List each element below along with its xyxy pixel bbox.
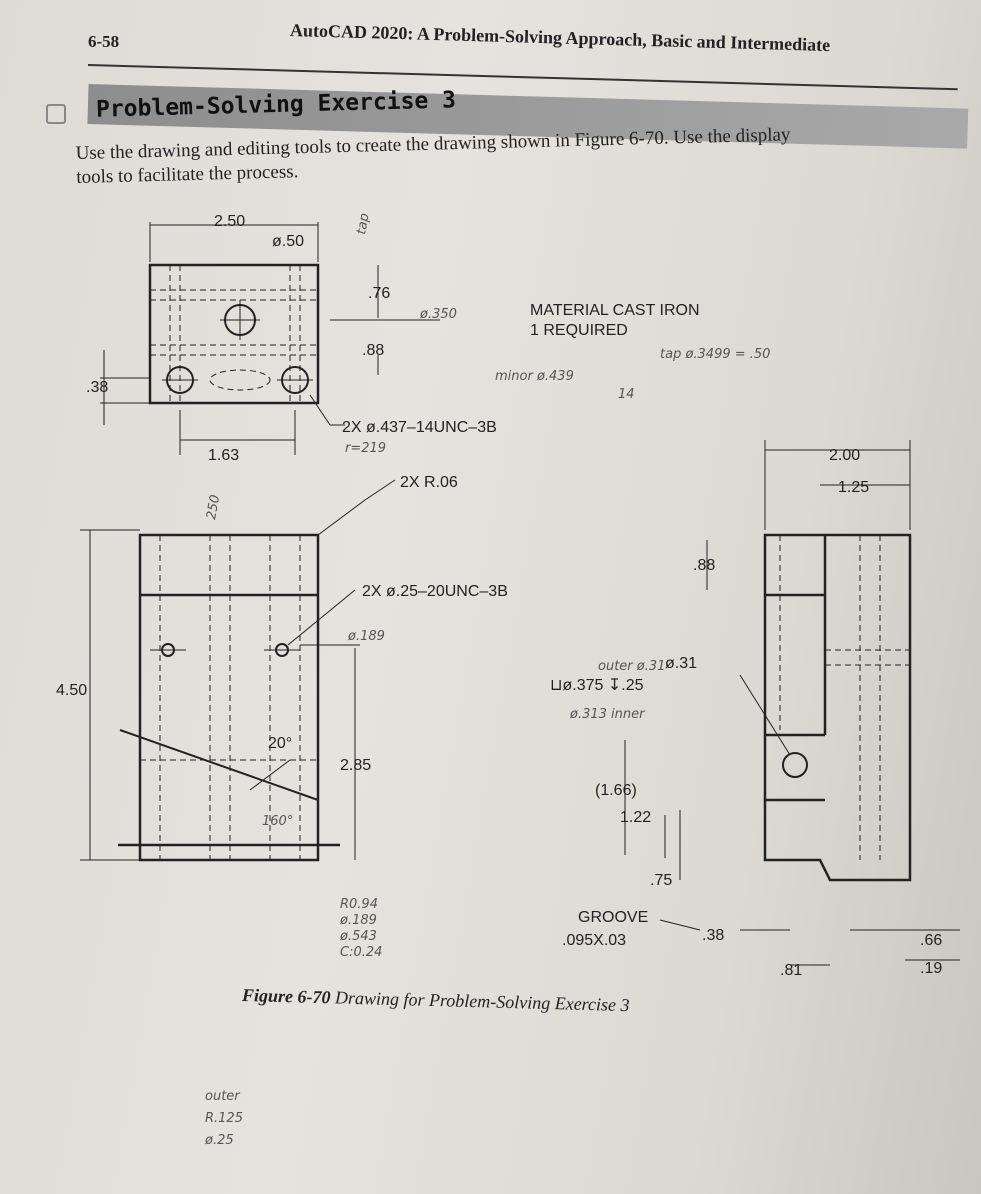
hand-dia-350: ø.350 bbox=[419, 307, 457, 322]
dim-4-50: 4.50 bbox=[56, 682, 87, 699]
hand-note-c: C:0.24 bbox=[340, 945, 382, 960]
dim-1-63: 1.63 bbox=[208, 447, 239, 464]
note-groove: GROOVE bbox=[578, 909, 648, 926]
dim-19: .19 bbox=[920, 960, 942, 977]
dim-88-side: .88 bbox=[693, 557, 715, 574]
side-view-outline bbox=[763, 533, 912, 882]
dim-dia-50: ø.50 bbox=[272, 233, 304, 250]
hand-tap: tap bbox=[354, 212, 372, 236]
hand-r125: R.125 bbox=[205, 1111, 243, 1126]
front-view-outline bbox=[138, 533, 320, 862]
hand-160: 160° bbox=[262, 814, 293, 829]
side-counterbore-circle bbox=[782, 752, 808, 778]
note-thread-top: 2X ø.437–14UNC–3B bbox=[342, 419, 497, 436]
dim-38-left: .38 bbox=[86, 379, 108, 396]
hand-fourteen: 14 bbox=[618, 387, 635, 402]
exercise-icon bbox=[46, 104, 66, 124]
hand-250: 250 bbox=[204, 494, 223, 521]
caption-label: Figure 6-70 bbox=[241, 985, 331, 1008]
hand-note-a: ø.189 bbox=[339, 913, 377, 928]
dim-75: .75 bbox=[650, 872, 672, 889]
top-view-outline bbox=[148, 263, 320, 405]
note-groove-spec: .095X.03 bbox=[562, 932, 626, 949]
dim-20-deg: 20° bbox=[268, 735, 292, 752]
dim-38-side: .38 bbox=[702, 927, 724, 944]
dim-2-50: 2.50 bbox=[214, 213, 245, 230]
dim-1-22: 1.22 bbox=[620, 809, 651, 826]
hand-outer-bottom: outer bbox=[205, 1089, 241, 1104]
dim-1-66: (1.66) bbox=[595, 782, 637, 799]
hand-tap-dia: tap ø.3499 = .50 bbox=[660, 347, 770, 362]
dim-88-top: .88 bbox=[362, 342, 384, 359]
note-counterbore-dia: ø.31 bbox=[665, 655, 697, 672]
page-number: 6-58 bbox=[88, 32, 120, 51]
dim-81: .81 bbox=[780, 962, 802, 979]
dim-2-00: 2.00 bbox=[829, 447, 860, 464]
hand-outer: outer ø.31 bbox=[598, 659, 665, 674]
hand-r219: r=219 bbox=[345, 441, 386, 456]
note-fillet: 2X R.06 bbox=[400, 474, 458, 491]
note-thread-front: 2X ø.25–20UNC–3B bbox=[362, 583, 508, 600]
hand-dia-189: ø.189 bbox=[347, 629, 385, 644]
hand-minor: minor ø.439 bbox=[495, 369, 574, 384]
dim-1-25: 1.25 bbox=[838, 479, 869, 496]
note-required: 1 REQUIRED bbox=[530, 322, 628, 339]
note-material: MATERIAL CAST IRON bbox=[530, 302, 700, 319]
dim-66: .66 bbox=[920, 932, 942, 949]
hand-d25: ø.25 bbox=[204, 1133, 234, 1148]
note-counterbore-spec: ⊔ø.375 ↧.25 bbox=[550, 677, 644, 694]
dim-2-85: 2.85 bbox=[340, 757, 371, 774]
dim-76: .76 bbox=[368, 285, 390, 302]
hand-inner: ø.313 inner bbox=[569, 707, 646, 722]
hand-rev: R0.94 bbox=[340, 897, 378, 912]
hand-note-b: ø.543 bbox=[339, 929, 377, 944]
